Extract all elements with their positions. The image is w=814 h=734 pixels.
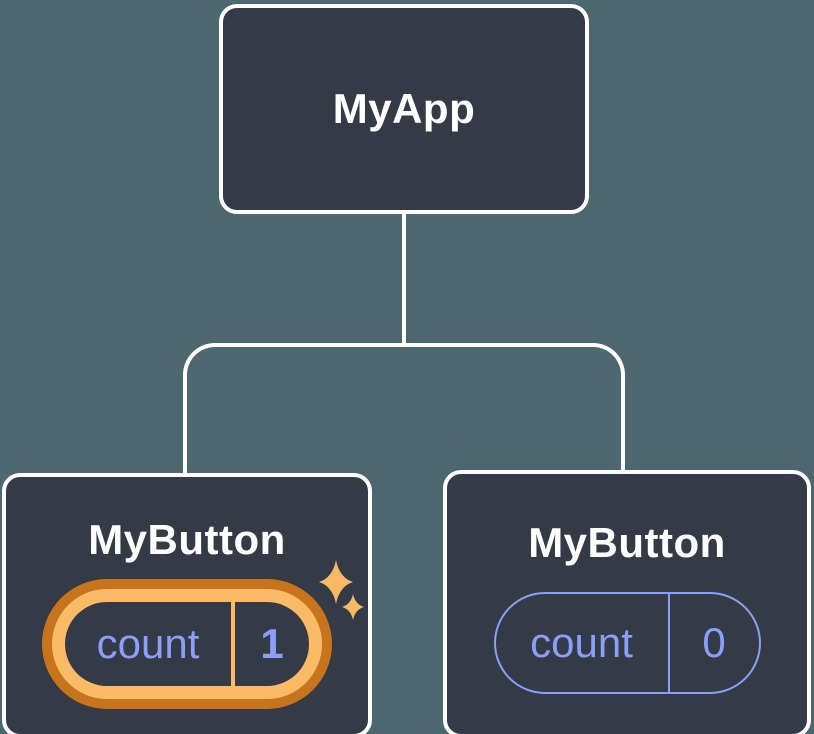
state-name: count bbox=[96, 620, 200, 667]
connector-branch-line bbox=[183, 343, 625, 474]
component-label: MyApp bbox=[332, 85, 476, 132]
state-badge-glow-ring: count 1 bbox=[42, 579, 332, 709]
state-divider bbox=[231, 602, 235, 686]
state-badge-inner-ring: count 1 bbox=[52, 589, 322, 699]
component-node-mybutton-updated: MyButton count 1 bbox=[2, 473, 372, 734]
component-label: MyButton bbox=[88, 516, 286, 563]
connector-trunk-line bbox=[402, 212, 406, 345]
state-badge: count 0 bbox=[493, 592, 761, 694]
state-value: 1 bbox=[260, 620, 284, 667]
state-divider bbox=[667, 594, 670, 692]
state-badge-highlighted: count 1 bbox=[42, 579, 332, 709]
state-value: 0 bbox=[702, 619, 726, 666]
component-node-myapp: MyApp bbox=[219, 4, 589, 214]
state-badge-plain: count 0 bbox=[493, 592, 761, 694]
state-name: count bbox=[530, 619, 633, 666]
component-label: MyButton bbox=[528, 519, 726, 566]
component-node-mybutton-plain: MyButton count 0 bbox=[443, 470, 811, 734]
state-badge: count 1 bbox=[65, 602, 309, 686]
